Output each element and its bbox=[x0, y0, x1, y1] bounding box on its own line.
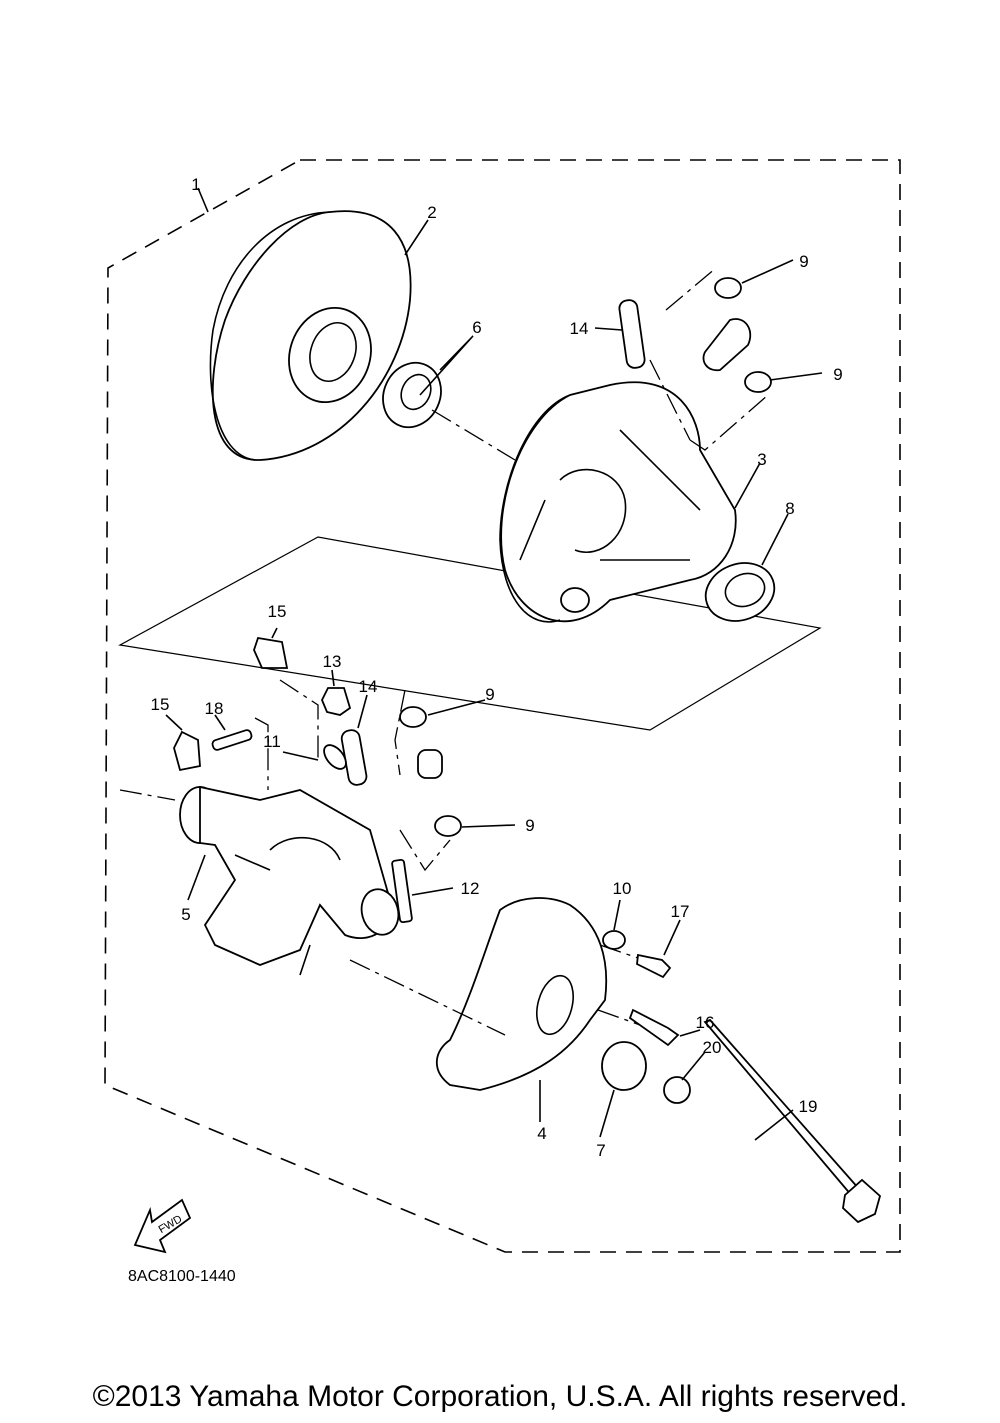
callout-6: 6 bbox=[472, 318, 481, 337]
callout-16: 16 bbox=[696, 1013, 715, 1032]
bolt-part-19 bbox=[703, 1018, 882, 1224]
callout-14-top: 14 bbox=[570, 319, 589, 338]
callout-8: 8 bbox=[785, 499, 794, 518]
plug-part-13 bbox=[321, 687, 352, 716]
subgroup-outline bbox=[118, 536, 822, 731]
leader-lines bbox=[165, 187, 823, 1141]
callout-18: 18 bbox=[205, 699, 224, 718]
assembly-guide-lines bbox=[119, 267, 769, 1036]
callout-9-lower-a: 9 bbox=[485, 685, 494, 704]
callout-15-top: 15 bbox=[268, 602, 287, 621]
washer-part-9-lower-b bbox=[434, 815, 462, 837]
washer-part-9-top bbox=[714, 277, 742, 299]
callout-12: 12 bbox=[461, 879, 480, 898]
fixed-sheave bbox=[209, 210, 412, 461]
callout-2: 2 bbox=[427, 203, 436, 222]
callout-4: 4 bbox=[537, 1124, 546, 1143]
cover-part-4 bbox=[435, 897, 608, 1091]
washer-part-9-mid bbox=[744, 371, 772, 393]
collar-part-6 bbox=[382, 361, 442, 429]
roller-part-11 bbox=[323, 744, 347, 770]
callout-labels: 1 2 6 14 9 9 3 8 15 13 14 9 15 18 11 9 1… bbox=[151, 175, 843, 1160]
callout-11: 11 bbox=[263, 732, 281, 751]
washer-part-10 bbox=[602, 930, 626, 950]
diagram-code: 8AC8100-1440 bbox=[128, 1268, 236, 1285]
callout-7: 7 bbox=[596, 1141, 605, 1160]
upper-pin-part-14 bbox=[618, 299, 646, 369]
slider-part-15-left bbox=[173, 730, 201, 772]
forward-arrow-icon: FWD bbox=[133, 1198, 192, 1254]
callout-19: 19 bbox=[799, 1097, 818, 1116]
bolt-part-16 bbox=[628, 1008, 680, 1047]
spider-part-5 bbox=[179, 785, 400, 976]
movable-sheave bbox=[499, 381, 737, 623]
bolt-part-17 bbox=[636, 953, 672, 979]
callout-17: 17 bbox=[671, 902, 690, 921]
slider-part-15-top bbox=[253, 636, 289, 669]
washer-part-20 bbox=[663, 1076, 691, 1104]
bushing-part-7 bbox=[601, 1041, 647, 1091]
assembly-boundary bbox=[104, 159, 901, 1253]
callout-15-left: 15 bbox=[151, 695, 170, 714]
callout-5: 5 bbox=[181, 905, 190, 924]
callout-14-lower: 14 bbox=[359, 677, 378, 696]
bushing-part-8 bbox=[704, 562, 776, 622]
callout-20: 20 bbox=[703, 1038, 722, 1057]
callout-9-top: 9 bbox=[799, 252, 808, 271]
callout-13: 13 bbox=[323, 652, 342, 671]
weight-arm bbox=[702, 318, 752, 372]
copyright-notice: ©2013 Yamaha Motor Corporation, U.S.A. A… bbox=[92, 1380, 908, 1413]
roller-lower bbox=[417, 749, 443, 779]
callout-10: 10 bbox=[613, 879, 632, 898]
callout-3: 3 bbox=[757, 450, 766, 469]
bolt-part-12 bbox=[391, 858, 413, 924]
callout-9-mid: 9 bbox=[833, 365, 842, 384]
callout-9-lower-b: 9 bbox=[525, 816, 534, 835]
pin-part-18 bbox=[211, 729, 253, 751]
callout-1: 1 bbox=[191, 175, 200, 194]
washer-part-9-lower-a bbox=[399, 706, 427, 728]
